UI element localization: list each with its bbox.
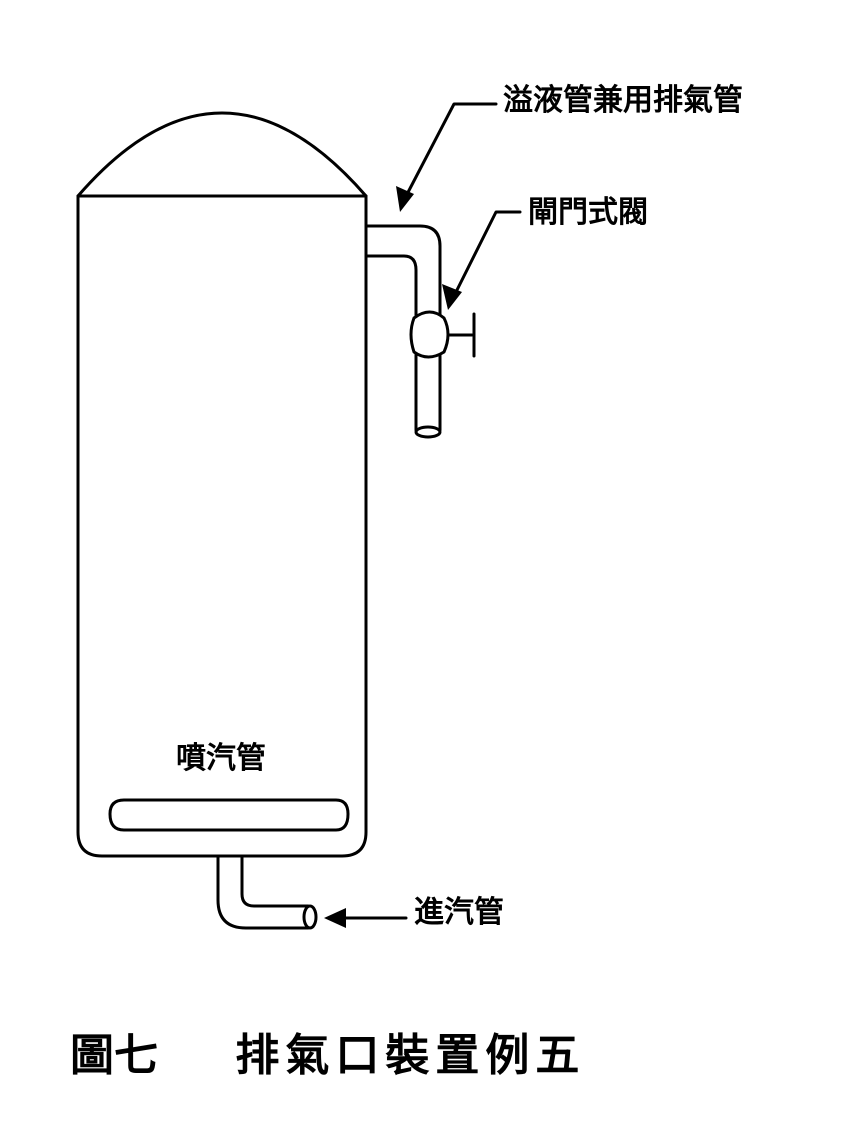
steam-inlet-arrowhead [324,908,346,928]
gate-valve-label: 閘門式閥 [528,195,648,230]
steam-inlet-pipe-inner [240,854,310,908]
sparge-pipe-label: 噴汽管 [176,741,266,776]
overflow-vent-pipe-label: 溢液管兼用排氣管 [503,83,743,118]
steam-inlet-opening [302,904,318,930]
tank-body [76,194,368,858]
steam-inlet-pipe-label: 進汽管 [414,895,504,930]
overflow-pipe-leader [402,102,498,202]
overflow-pipe-outlet [414,425,442,439]
steam-inlet-pipe [216,854,310,930]
figure-title: 圖七 排氣口裝置例五 [70,1030,585,1082]
overflow-pipe-arrowhead [396,186,414,212]
overflow-vent-pipe-inner [364,254,418,432]
tank-dome [76,111,368,198]
figure-caption: 排氣口裝置例五 [235,1030,586,1081]
gate-valve-body [409,310,450,359]
gate-valve-leader [450,210,522,302]
sparge-pipe [108,798,350,832]
overflow-vent-pipe [364,224,442,432]
figure-number: 圖七 [70,1030,158,1081]
gate-valve-arrowhead [442,284,462,310]
